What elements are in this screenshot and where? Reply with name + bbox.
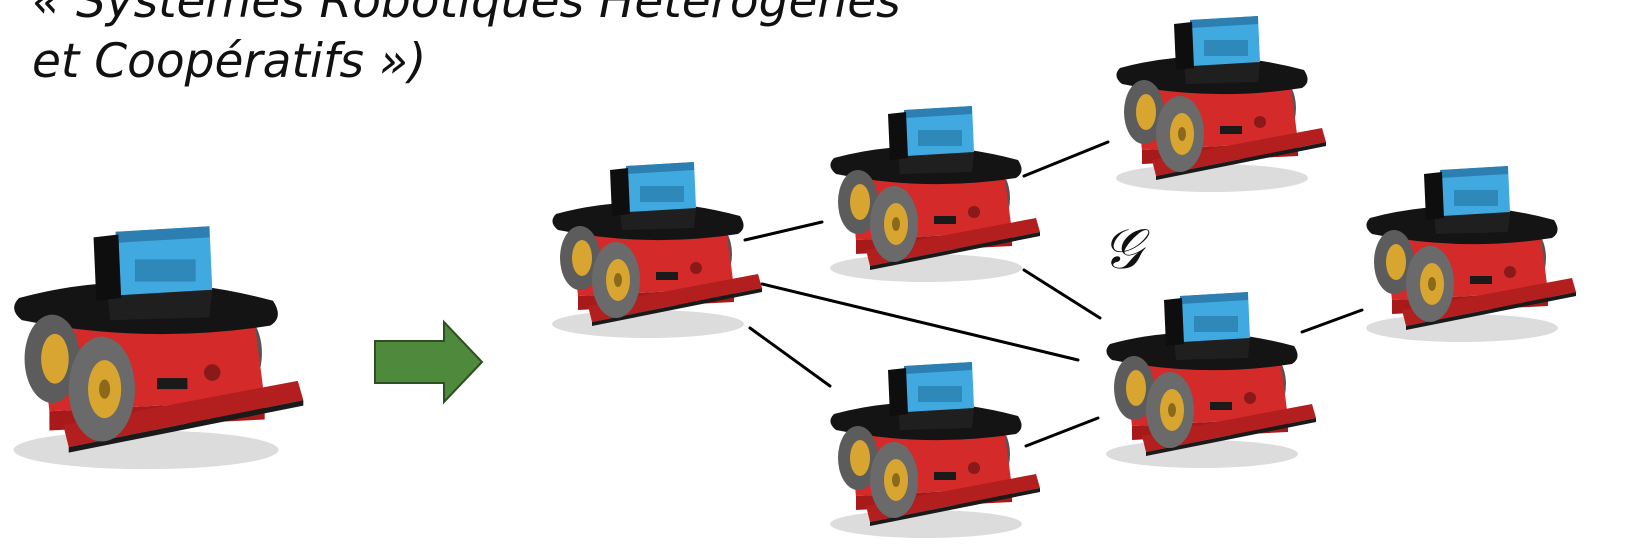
title-line-2: et Coopératifs ») <box>32 34 427 89</box>
right-arrow-icon <box>374 319 484 405</box>
graph-label: 𝒢 <box>1102 217 1150 282</box>
edge-r1-r4 <box>748 326 832 388</box>
edge-r2-r5 <box>1022 268 1102 320</box>
robot-icon <box>1116 16 1326 192</box>
robot-icon <box>830 106 1040 282</box>
robot-icon <box>1366 166 1576 342</box>
robot-icon <box>552 162 762 338</box>
edge-r5-r6 <box>1300 308 1364 334</box>
edge-r4-r5 <box>1024 416 1100 448</box>
robot-icon <box>13 226 304 470</box>
edge-r2-r3 <box>1022 140 1110 178</box>
robot-icon <box>830 362 1040 538</box>
title-line-1: « Systèmes Robotiques Hétérogènes <box>32 0 901 29</box>
edge-r1-r2 <box>743 220 824 242</box>
edge-r1-r5 <box>760 282 1080 362</box>
robot-icon <box>1106 292 1316 468</box>
graph-edges <box>743 140 1364 448</box>
